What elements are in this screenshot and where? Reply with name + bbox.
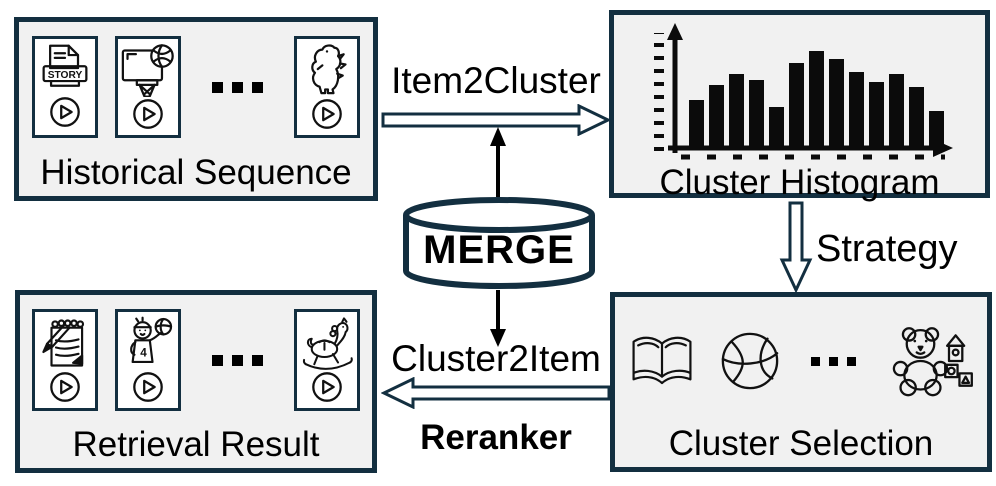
edge-label-cluster2item: Cluster2Item — [391, 338, 601, 379]
histogram-bar — [928, 111, 944, 148]
merge-database-label: MERGE — [423, 228, 575, 272]
story-badge-text: STORY — [48, 70, 83, 81]
edge-label-strategy: Strategy — [816, 228, 958, 270]
item-card-dinosaur — [294, 36, 360, 138]
item-card-story: STORY — [32, 36, 98, 138]
histogram-bar — [808, 51, 824, 148]
histogram-bar — [708, 85, 724, 148]
histogram-bar — [768, 107, 784, 148]
panel-title-cluster-selection: Cluster Selection — [668, 424, 934, 464]
basketball-icon — [719, 330, 781, 392]
histogram-bar — [748, 80, 764, 148]
play-button-icon — [310, 370, 344, 404]
histogram-bar — [828, 59, 844, 148]
merge-database-cylinder: MERGE — [399, 195, 599, 293]
item-card-rocking-horse — [294, 309, 360, 411]
cluster-histogram-icon — [635, 23, 965, 165]
play-button-icon — [48, 370, 82, 404]
histogram-bar — [888, 74, 904, 148]
y-axis-arrowhead — [666, 23, 683, 40]
ellipsis-icon — [212, 81, 263, 93]
histogram-bar — [788, 63, 804, 148]
item-card-basketball-hoop — [115, 36, 181, 138]
cluster-icons-row — [629, 323, 974, 399]
jersey-number-text: 4 — [140, 347, 147, 360]
historical-items-row: STORY — [32, 36, 360, 138]
panel-retrieval-result: 4 — [15, 290, 377, 473]
panel-cluster-selection: Cluster Selection — [610, 292, 992, 472]
item-card-basketball-player: 4 — [115, 309, 181, 411]
ellipsis-icon — [212, 354, 263, 366]
panel-historical-sequence: STORY — [14, 17, 378, 201]
teddy-bear-blocks-icon — [886, 323, 974, 399]
basketball-player-icon: 4 — [120, 316, 176, 370]
item2cluster-arrow-right — [381, 104, 611, 136]
edge-label-item2cluster: Item2Cluster — [391, 60, 601, 101]
histogram-bar — [908, 87, 924, 148]
histogram-bars-group — [688, 51, 944, 148]
panel-title-cluster-histogram: Cluster Histogram — [659, 163, 940, 202]
histogram-bar — [688, 100, 704, 148]
play-button-icon — [48, 95, 82, 129]
basketball-hoop-icon — [119, 43, 177, 97]
histogram-bar — [728, 74, 744, 148]
play-button-icon — [131, 370, 165, 404]
merge-to-cluster2item-arrow-down — [488, 290, 508, 348]
open-book-icon — [629, 332, 695, 390]
story-file-icon: STORY — [37, 43, 93, 95]
panel-title-historical-sequence: Historical Sequence — [40, 153, 352, 193]
strategy-arrow-down — [779, 201, 813, 293]
notepad-pencil-icon — [38, 316, 92, 370]
play-button-icon — [310, 97, 344, 131]
panel-cluster-histogram: Cluster Histogram — [609, 10, 990, 201]
cluster2item-arrow-left — [381, 377, 611, 409]
dinosaur-icon — [302, 43, 352, 97]
histogram-bar — [868, 82, 884, 148]
ellipsis-icon — [810, 356, 856, 366]
retrieval-items-row: 4 — [32, 309, 360, 411]
histogram-bar — [848, 72, 864, 148]
item-card-notepad — [32, 309, 98, 411]
merge-to-item2cluster-arrow-up — [488, 127, 508, 199]
edge-label-reranker: Reranker — [420, 418, 572, 457]
rocking-horse-icon — [299, 316, 355, 370]
panel-title-retrieval-result: Retrieval Result — [72, 425, 320, 465]
play-button-icon — [131, 97, 165, 131]
